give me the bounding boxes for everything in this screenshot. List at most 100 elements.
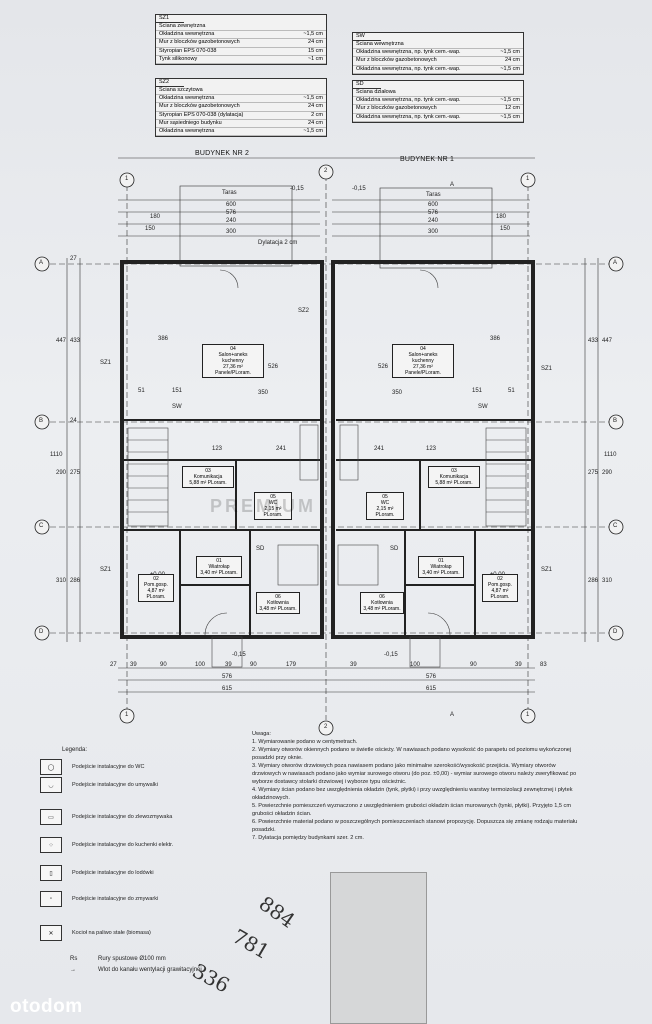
level-right: -0,15 — [352, 186, 366, 192]
dim-241-right: 241 — [374, 446, 385, 452]
dim-526-right: 526 — [378, 364, 389, 370]
dim-151-right: 151 — [472, 388, 483, 394]
dim-386-left: 386 — [158, 336, 169, 342]
wall-tag-sd-left: SD — [256, 546, 265, 552]
dim-300-right: 300 — [428, 229, 439, 235]
notes: Uwaga: 1. Wymiarowanie podano w centymet… — [252, 730, 582, 842]
legend-item-boiler: ✕Kocioł na paliwo stałe (biomasa) — [40, 925, 151, 941]
stamp-box — [330, 872, 427, 1024]
fridge-icon: ▯ — [40, 865, 62, 881]
dim-151-left: 151 — [172, 388, 183, 394]
dim-150-left: 150 — [145, 226, 156, 232]
dim-side-286: 286 — [70, 578, 81, 584]
level-bottom-left: -0,15 — [232, 652, 246, 658]
legend-rs-code: Rs — [70, 956, 78, 962]
dim-side-275: 275 — [70, 470, 81, 476]
wall-tag-sz1-left-bottom: SZ1 — [100, 567, 112, 573]
room-living-right: 04 Salon+aneks kuchenny 27,36 m² Panele/… — [392, 344, 454, 378]
room-vestibule-right: 01 Wiatrołap 3,40 m² PLoram. — [418, 556, 464, 578]
dim-bottom-39a: 39 — [130, 662, 137, 668]
wall-tag-sd-right: SD — [390, 546, 399, 552]
axis-label-1: 1 — [125, 176, 129, 182]
wall-tag-sz1-right-bottom: SZ1 — [541, 567, 553, 573]
dim-bottom-90c: 90 — [470, 662, 477, 668]
watermark-text: PREMIUM — [210, 496, 316, 516]
terrace-label-left: Taras — [222, 190, 237, 196]
dim-600-left: 600 — [226, 202, 237, 208]
room-utility-right: 02 Pom.gosp. 4,87 m² PLoram. — [482, 574, 518, 602]
dim-51-right: 51 — [508, 388, 515, 394]
brand-logo: otodom — [10, 996, 83, 1017]
dim-51-left: 51 — [138, 388, 145, 394]
dim-bottom-27: 27 — [110, 662, 117, 668]
dim-side-24: 24 — [70, 418, 77, 424]
dim-526-left: 526 — [268, 364, 279, 370]
dim-240-right: 240 — [428, 218, 439, 224]
room-vestibule-left: 01 Wiatrołap 3,40 m² PLoram. — [196, 556, 242, 578]
dim-bottom-90a: 90 — [160, 662, 167, 668]
handwritten-number-3: 336 — [188, 958, 234, 998]
dim-bottom-615-right: 615 — [426, 686, 437, 692]
wall-spec-code: SZ1 — [156, 15, 184, 23]
axis-label-a: A — [39, 260, 44, 266]
legend-item-kitchen-sink: ▭Podejście instalacyjne do zlewozmywaka — [40, 809, 172, 825]
legend-rs-text: Rury spustowe Ø100 mm — [98, 956, 166, 962]
legend-vent-icon: → — [70, 967, 76, 973]
axis-label-b: B — [39, 418, 44, 424]
dim-350-right: 350 — [392, 390, 403, 396]
room-wc-right: 05 WC 2,15 m² PLoram. — [366, 492, 404, 520]
washbasin-icon: ◡ — [40, 777, 62, 793]
axis-label-2-bottom: 2 — [324, 724, 328, 730]
note-item: 5. Powierzchnie pomieszczeń wyznaczono z… — [252, 803, 571, 817]
dim-side-286-right: 286 — [588, 578, 599, 584]
dim-side-290-right: 290 — [602, 470, 613, 476]
dim-bottom-39c: 39 — [350, 662, 357, 668]
building-1-title: BUDYNEK NR 1 — [400, 156, 455, 163]
dim-180-left: 180 — [150, 214, 161, 220]
legend-vent-text: Wlot do kanału wentylacji grawitacyjnej — [98, 967, 202, 973]
dim-600-right: 600 — [428, 202, 439, 208]
legend-item-fridge: ▯Podejście instalacyjne do lodówki — [40, 865, 154, 881]
dim-bottom-83: 83 — [540, 662, 547, 668]
dim-180-right: 180 — [496, 214, 507, 220]
note-item: 2. Wymiary otworów okiennych podano w św… — [252, 747, 572, 761]
handwritten-number-1: 884 — [254, 891, 300, 933]
wall-spec-code: SD — [353, 81, 381, 89]
room-utility-left: 02 Pom.gosp. 4,87 m² PLoram. — [138, 574, 174, 602]
room-hall-left: 03 Komunikacja 5,88 m² PLoram. — [182, 466, 234, 488]
dim-576-right: 576 — [428, 210, 439, 216]
dim-bottom-39b: 39 — [225, 662, 232, 668]
dim-side-27: 27 — [70, 256, 77, 262]
stove-icon: ⁘ — [40, 837, 62, 853]
wall-spec-sd: SD Ściana działowa Okładzina wewnętrzna,… — [352, 80, 524, 123]
legend-item-stove: ⁘Podejście instalacyjne do kuchenki elek… — [40, 837, 173, 853]
kitchen-sink-icon: ▭ — [40, 809, 62, 825]
axis-label-2: 2 — [324, 168, 328, 174]
section-mark-top: A — [450, 182, 455, 188]
dim-bottom-576-right: 576 — [426, 674, 437, 680]
note-item: 6. Powierzchnie materiał podano w poszcz… — [252, 819, 578, 833]
note-item: 7. Dylatacja pomiędzy budynkami szer. 2 … — [252, 835, 364, 841]
wall-tag-sz1-right: SZ1 — [541, 366, 553, 372]
boiler-icon: ✕ — [40, 925, 62, 941]
axis-label-b-right: B — [613, 418, 618, 424]
dim-side-290: 290 — [56, 470, 67, 476]
axis-label-c: C — [39, 523, 44, 529]
dim-150-right: 150 — [500, 226, 511, 232]
dim-bottom-576-left: 576 — [222, 674, 233, 680]
dim-123-right: 123 — [426, 446, 437, 452]
axis-label-d-right: D — [613, 629, 618, 635]
dim-side-310-right: 310 — [602, 578, 613, 584]
legend-item-dishwasher: ▫Podejście instalacyjne do zmywarki — [40, 891, 158, 907]
dim-123-left: 123 — [212, 446, 223, 452]
dim-side-447-right: 447 — [602, 338, 613, 344]
note-item: 4. Wymiary ścian podano bez uwzględnieni… — [252, 787, 573, 801]
level-bottom-right: -0,15 — [384, 652, 398, 658]
wc-icon: ◯ — [40, 759, 62, 775]
room-living-left: 04 Salon+aneks kuchenny 27,36 m² Panele/… — [202, 344, 264, 378]
axis-label-a-right: A — [613, 260, 618, 266]
dim-300-left: 300 — [226, 229, 237, 235]
dim-bottom-100b: 100 — [410, 662, 421, 668]
dim-side-1110-right: 1110 — [604, 452, 617, 458]
wall-spec-code: SZ2 — [156, 79, 184, 87]
